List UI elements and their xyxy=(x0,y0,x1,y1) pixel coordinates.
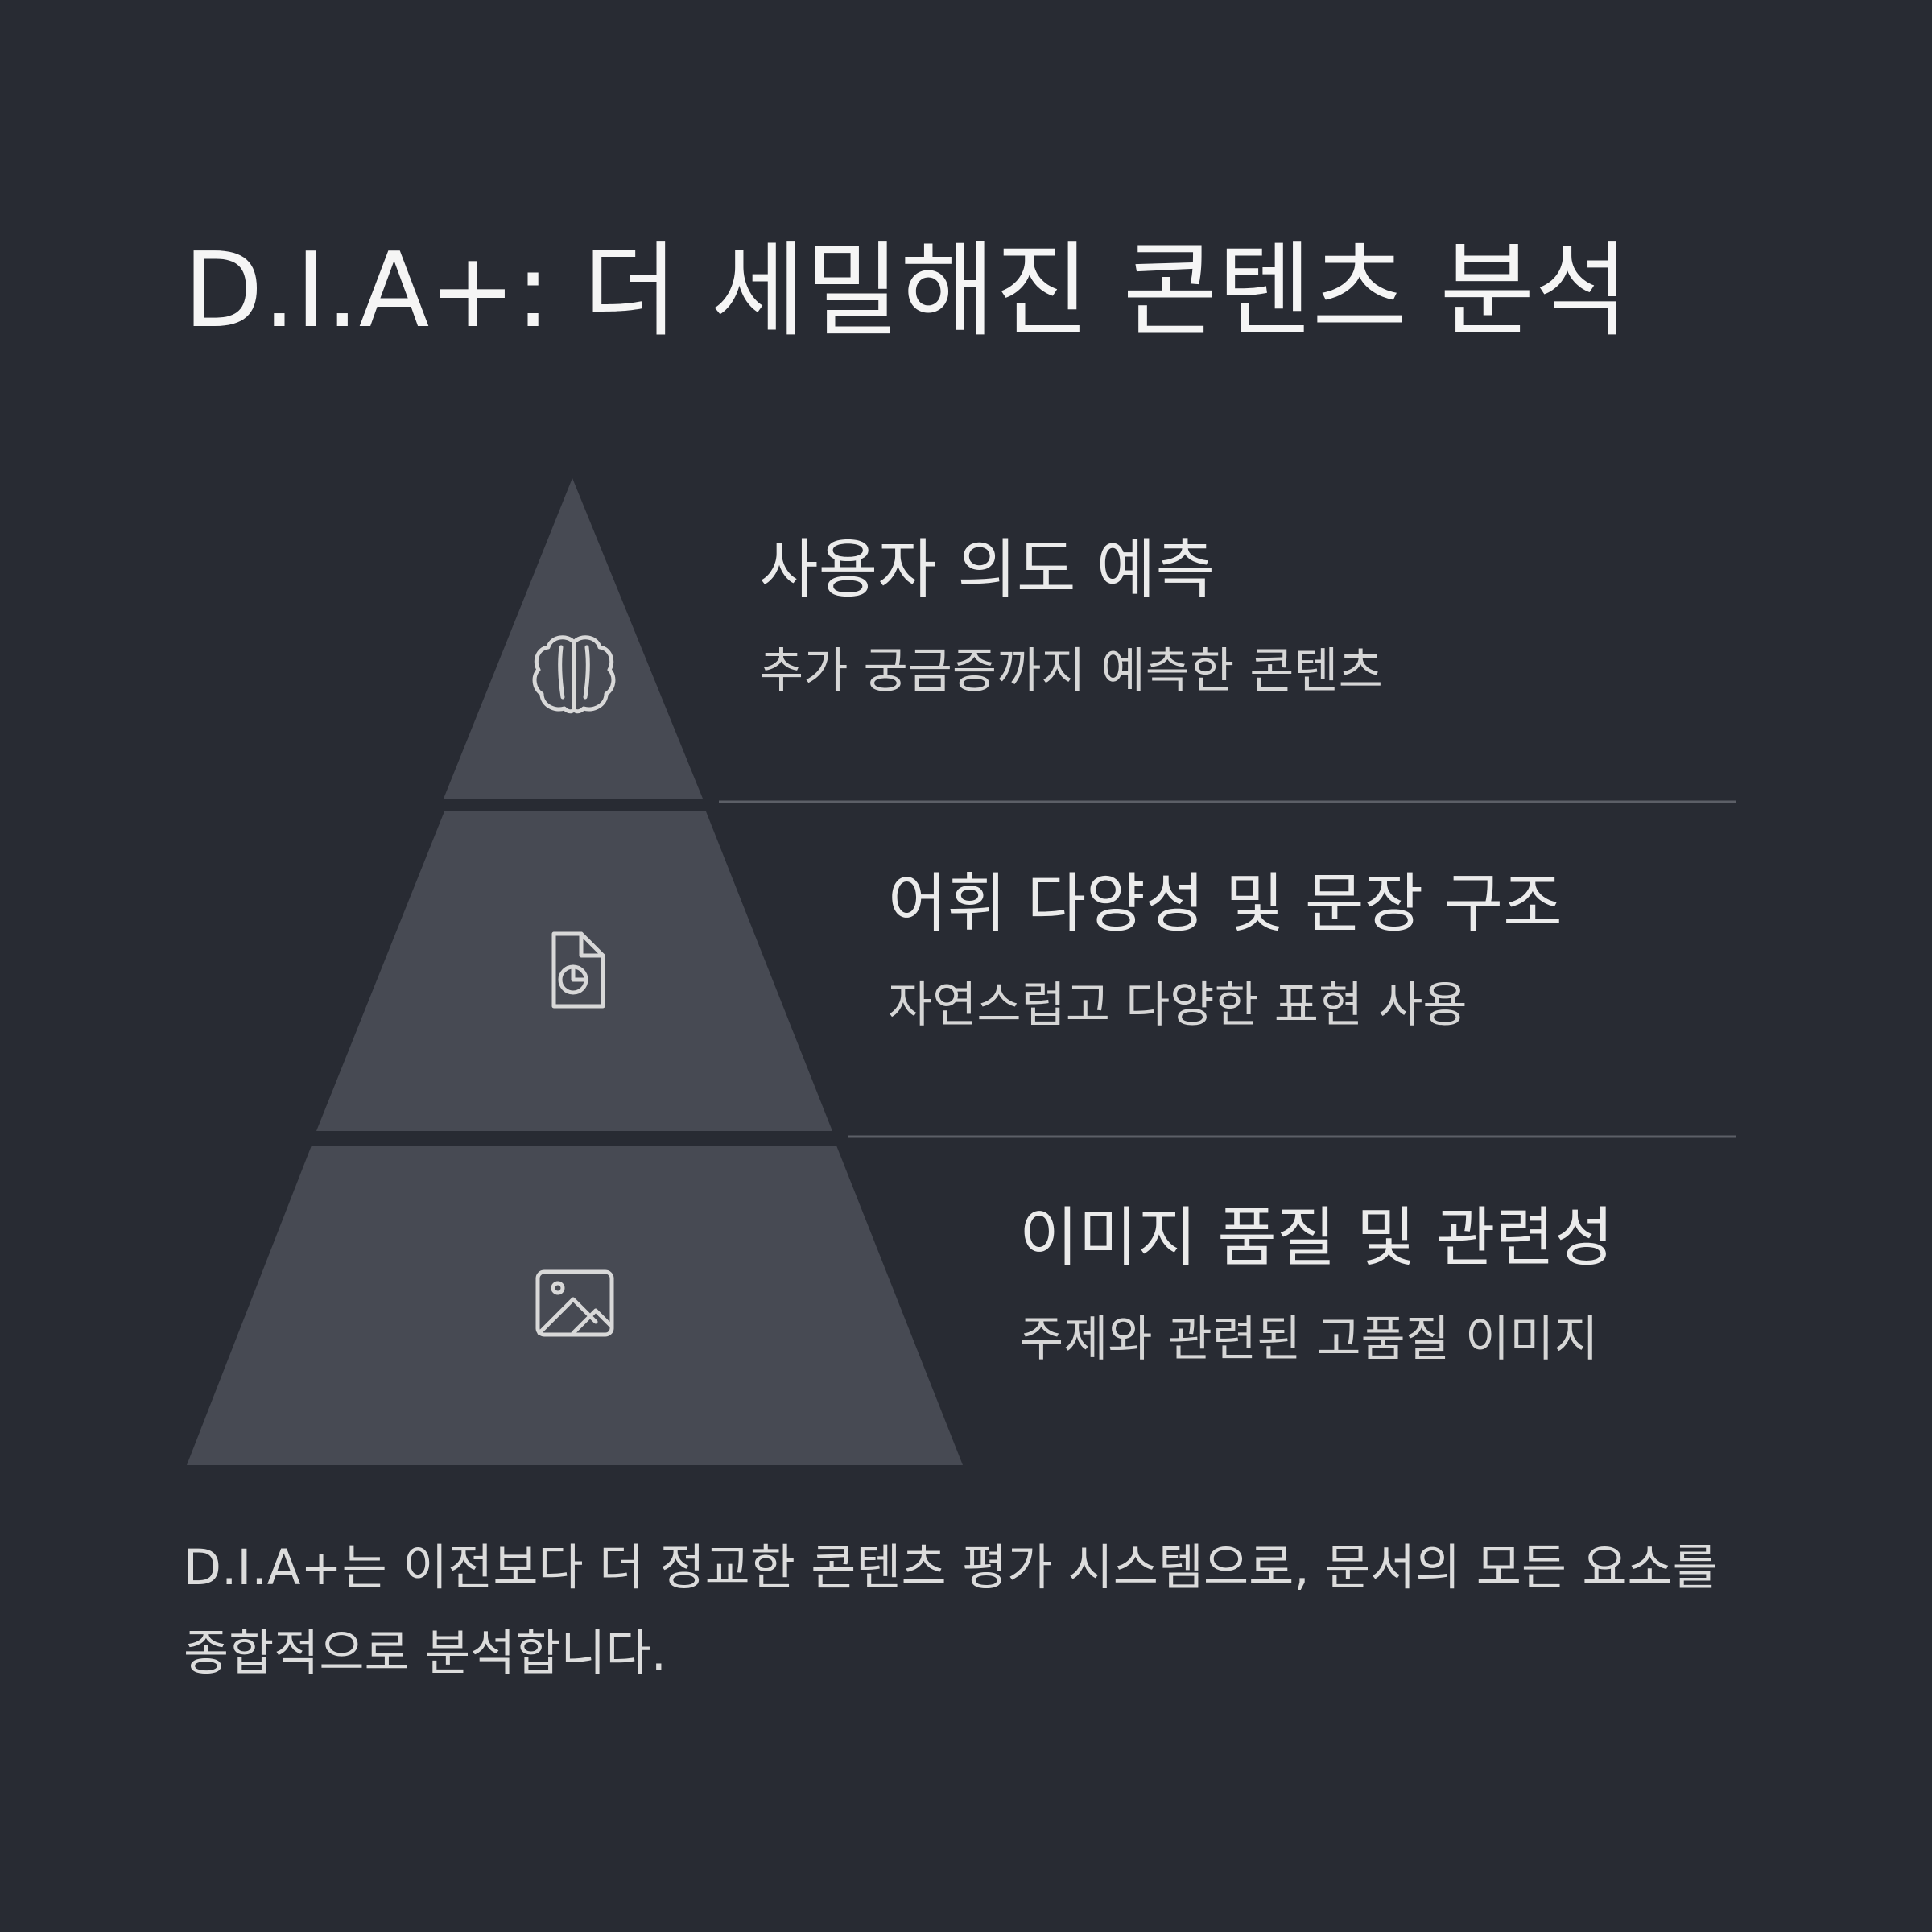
tier-description: 주제와 관련된 고품질 이미지 xyxy=(1019,1311,1599,1368)
tier-1-text: 사용자 의도 예측 추가 궁금증까지 예측한 콘텐츠 xyxy=(759,531,1383,700)
tier-3-text: 이미지 품질 및 관련성 주제와 관련된 고품질 이미지 xyxy=(1019,1199,1614,1368)
document-chart-icon xyxy=(551,931,605,1009)
summary-text: D.I.A+는 이전보다 더 정교한 콘텐츠 평가 시스템으로, 문서의 모든 … xyxy=(184,1539,1718,1682)
tier-2-text: 어휘 다양성 및 문장 구조 자연스럽고 다양한 표현 사용 xyxy=(888,865,1563,1034)
brain-icon xyxy=(532,635,616,714)
tier-heading: 사용자 의도 예측 xyxy=(759,532,1216,607)
tier-heading: 이미지 품질 및 관련성 xyxy=(1019,1200,1614,1275)
pyramid-tier-bottom xyxy=(187,1146,963,1465)
tier-description: 추가 궁금증까지 예측한 콘텐츠 xyxy=(759,643,1383,700)
page-title: D.I.A+: 더 세밀해진 콘텐츠 분석 xyxy=(184,231,1629,351)
image-icon xyxy=(535,1269,614,1337)
tier-heading: 어휘 다양성 및 문장 구조 xyxy=(888,866,1563,941)
pyramid-tier-top xyxy=(444,478,703,799)
tier-description: 자연스럽고 다양한 표현 사용 xyxy=(888,977,1468,1034)
